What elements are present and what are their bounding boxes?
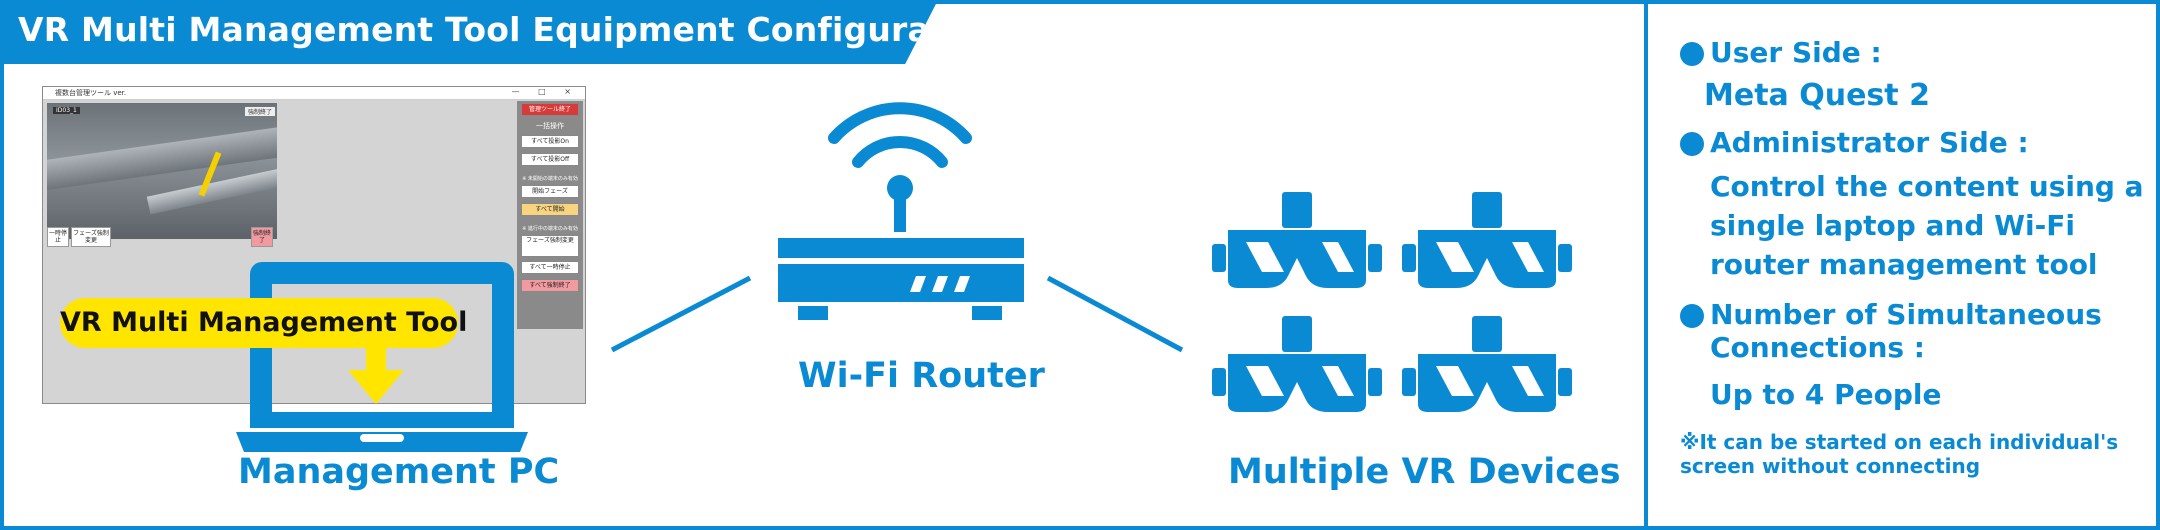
all-on-button: すべて投影On xyxy=(521,135,579,148)
phase-force-select: フェーズ強制変更 xyxy=(521,235,579,257)
vr-headset-icon xyxy=(1402,316,1572,412)
admin-side-line: single laptop and Wi-Fi xyxy=(1710,209,2075,242)
vr-headset-icon xyxy=(1402,192,1572,288)
pause-button: 一時停止 xyxy=(47,227,69,247)
tool-badge: VR Multi Management Tool xyxy=(60,298,468,348)
diagram-title: VR Multi Management Tool Equipment Confi… xyxy=(18,10,1005,49)
window-controls: — □ × xyxy=(511,87,579,96)
connections-label: Number of Simultaneous xyxy=(1710,298,2102,331)
admin-side-line: router management tool xyxy=(1710,248,2098,281)
connections-value: Up to 4 People xyxy=(1710,378,1942,411)
phase-change-button: フェーズ強制変更 xyxy=(71,227,111,247)
connection-line-left xyxy=(610,275,752,353)
bulk-label: 一括操作 xyxy=(536,122,564,130)
panel-divider xyxy=(1644,0,1648,530)
exit-tool-button: 管理ツール終了 xyxy=(521,103,579,116)
management-pc-caption: Management PC xyxy=(238,452,560,492)
tool-badge-label: VR Multi Management Tool xyxy=(60,307,468,338)
title-banner: VR Multi Management Tool Equipment Confi… xyxy=(0,0,938,64)
scene-force-end-button: 強制終了 xyxy=(245,107,276,116)
bullet-icon xyxy=(1680,304,1704,328)
vr-devices-caption: Multiple VR Devices xyxy=(1228,452,1621,492)
wifi-router-caption: Wi-Fi Router xyxy=(798,356,1045,396)
pause-all-button: すべて一時停止 xyxy=(521,261,579,274)
device-id-label: ID03_1 xyxy=(53,107,80,114)
management-tool-screenshot: 複数台管理ツール ver. — □ × ID03_1 強制終了 一時停止 フェー… xyxy=(42,86,586,404)
vr-headset-icon xyxy=(1212,316,1382,412)
wifi-router-icon xyxy=(778,102,1024,320)
force-end-all-button: すべて強制終了 xyxy=(521,279,579,292)
admin-side-line: Control the content using a xyxy=(1710,170,2144,203)
connections-label: Connections : xyxy=(1710,331,1926,364)
start-note: ※ 未開始の端末のみ有効 xyxy=(522,176,578,182)
vr-view-thumbnail: ID03_1 強制終了 xyxy=(47,103,277,239)
note-line: screen without connecting xyxy=(1680,454,1981,478)
user-side-label: User Side : xyxy=(1710,36,1882,69)
user-side-value: Meta Quest 2 xyxy=(1704,78,1930,113)
down-arrow-icon xyxy=(348,346,404,404)
bullet-icon xyxy=(1680,42,1704,66)
window-titlebar: 複数台管理ツール ver. — □ × xyxy=(43,87,585,100)
start-all-button: すべて開始 xyxy=(521,203,579,216)
bullet-icon xyxy=(1680,132,1704,156)
connection-line-right xyxy=(1046,275,1184,353)
note-line: ※It can be started on each individual's xyxy=(1680,430,2119,454)
vr-headset-icon xyxy=(1212,192,1382,288)
window-title: 複数台管理ツール ver. xyxy=(55,89,127,97)
running-note: ※ 進行中の端末のみ有効 xyxy=(522,226,578,232)
start-phase-select: 開始フェーズ xyxy=(521,185,579,198)
all-off-button: すべて投影Off xyxy=(521,153,579,166)
force-end-button: 強制終了 xyxy=(251,227,273,247)
bulk-operations-panel: 管理ツール終了 一括操作 すべて投影On すべて投影Off ※ 未開始の端末のみ… xyxy=(517,101,583,329)
laptop-icon xyxy=(236,262,528,452)
admin-side-label: Administrator Side : xyxy=(1710,126,2029,159)
